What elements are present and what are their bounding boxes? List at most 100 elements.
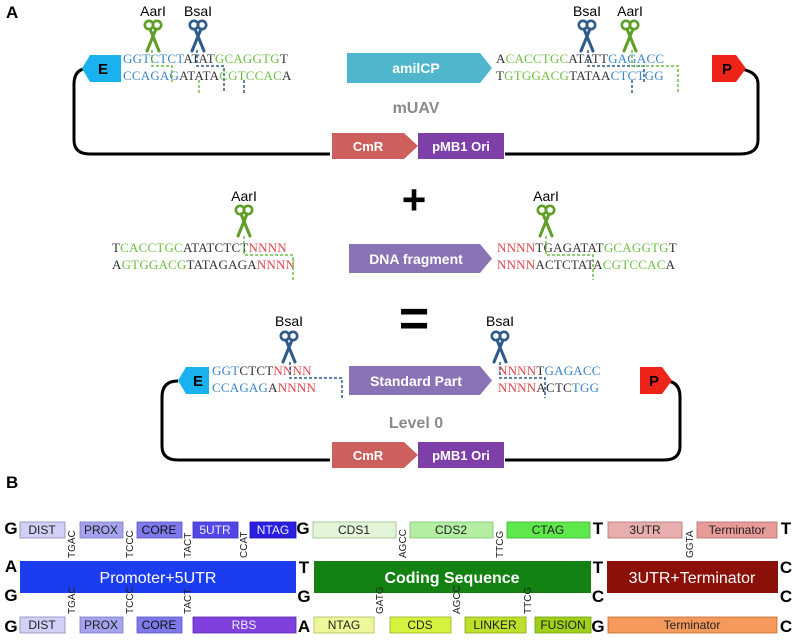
bsai-label: BsaI <box>486 313 514 329</box>
bsai-scissors-icon <box>490 330 510 364</box>
mid-right-seq-bottom: NNNNACTCTATACGTCCACA <box>497 257 676 272</box>
prox-box <box>79 521 124 539</box>
cds-block-label: Coding Sequence <box>384 570 519 587</box>
e-end-label: E <box>98 61 108 78</box>
pmb1-ori-part <box>418 133 504 159</box>
amilcp-part <box>347 53 492 83</box>
overhang-letter: A <box>5 557 17 576</box>
top-construct: AarI BsaI BsaI AarI E GGTCTCTATATGCAGGTG… <box>72 3 760 159</box>
top-right-seq-top: ACACCTGCATATTGAGACC <box>496 51 664 66</box>
rbs-label: RBS <box>232 618 257 632</box>
overhang-letter: C <box>780 558 792 577</box>
aari-scissors-icon <box>536 204 556 238</box>
overhang-code: TTCG <box>495 531 506 558</box>
overhang-letter: A <box>298 617 310 636</box>
cds2-label: CDS2 <box>435 523 467 537</box>
overhang-code: GGTA <box>685 530 696 558</box>
overhang-letter: G <box>296 519 309 538</box>
aari-label: AarI <box>617 3 643 19</box>
bsai-scissors-icon <box>577 19 597 53</box>
equals-sign: = <box>399 290 429 348</box>
terminator-label: Terminator <box>709 523 766 537</box>
cds2-box <box>409 521 494 539</box>
promoter-block-label: Promoter+5UTR <box>100 570 217 587</box>
pmb1-ori-label: pMB1 Ori <box>432 139 490 154</box>
p-end-label: P <box>649 373 659 390</box>
overhang-code: GATG <box>375 586 386 614</box>
prox-label: PROX <box>84 618 118 632</box>
bsai-cut-line <box>499 362 546 398</box>
middle-fragment: AarI AarI TCACCTGCATATCTCTNNNN AGTGGACGT… <box>112 188 677 280</box>
overhang-letter: C <box>780 587 792 606</box>
ntag-label: NTAG <box>257 523 289 537</box>
overhang-code: AGCC <box>398 529 409 558</box>
aari-label: AarI <box>533 188 559 204</box>
aari-cut-line <box>151 50 173 82</box>
terminator-box <box>696 521 778 539</box>
aari-scissors-icon <box>620 19 640 53</box>
dist-label: DIST <box>28 618 56 632</box>
e-end-marker <box>82 55 121 82</box>
overhang-letter: C <box>592 587 604 606</box>
overhang-letter: T <box>593 558 604 577</box>
3utr-label: 3UTR <box>629 523 661 537</box>
overhang-letter: T <box>593 519 604 538</box>
level0-right-seq-bottom: NNNNACTCTGG <box>498 380 599 395</box>
linker-box <box>464 616 527 634</box>
cds1-box <box>312 521 397 539</box>
overhang-code: CCAT <box>239 532 250 558</box>
ntag-label: NTAG <box>328 618 360 632</box>
core-label: CORE <box>142 618 177 632</box>
cmr-label: CmR <box>353 139 384 154</box>
terminator-box <box>607 616 778 634</box>
prox-label: PROX <box>84 523 118 537</box>
p-end-label: P <box>722 61 732 78</box>
top-left-seq-bottom: CCAGAGATATACGTCCACA <box>123 68 292 83</box>
core-box <box>136 521 183 539</box>
cds1-label: CDS1 <box>338 523 370 537</box>
muav-label: mUAV <box>393 100 440 117</box>
top-left-seq-top: GGTCTCTATATGCAGGTGT <box>123 51 288 66</box>
dna-fragment-label: DNA fragment <box>369 251 463 267</box>
dist-box <box>19 521 66 539</box>
overhang-code: TTCG <box>523 587 534 614</box>
overhang-code: TGAC <box>67 586 78 614</box>
level0-left-seq-bottom: CCAGAGANNNN <box>212 380 316 395</box>
overhang-letter: G <box>591 617 604 636</box>
aari-cut-line <box>243 236 294 280</box>
overhang-code: TCCC <box>125 586 136 614</box>
mid-right-seq-top: NNNNTGAGATATGCAGGTGT <box>497 240 677 255</box>
panel-b-label: B <box>6 473 18 492</box>
cmr-label: CmR <box>353 448 384 463</box>
cmr-part <box>332 133 418 159</box>
overhang-code: TGAC <box>67 530 78 558</box>
ctag-box <box>506 521 591 539</box>
aari-cut-line <box>631 50 679 92</box>
standard-part-label: Standard Part <box>370 373 462 389</box>
overhang-code: TACT <box>183 589 194 614</box>
e-end-marker <box>178 367 209 394</box>
aari-label: AarI <box>140 3 166 19</box>
ntag-box <box>249 521 297 539</box>
overhang-code: AGCC <box>452 585 463 614</box>
e-end-label: E <box>193 373 203 390</box>
linker-label: LINKER <box>473 618 517 632</box>
p-end-marker <box>640 367 672 394</box>
overhang-letter: G <box>4 617 17 636</box>
level0-backbone-left <box>160 379 330 462</box>
top-right-seq-bottom: TGTGGACGTATAACTCTGG <box>496 68 664 83</box>
level0-right-seq-top: NNNNTGAGACC <box>498 363 601 378</box>
overhang-code: TACT <box>183 533 194 558</box>
overhang-letter: T <box>299 558 310 577</box>
bsai-cut-line <box>587 50 645 82</box>
level0-construct: BsaI BsaI E GGTCTCTNNNN CCAGAGANNNN Stan… <box>160 313 682 468</box>
plus-sign: + <box>402 176 427 223</box>
aari-scissors-icon <box>234 204 254 238</box>
bsai-label: BsaI <box>275 313 303 329</box>
core-box <box>136 616 183 634</box>
overhang-code: TCCC <box>125 530 136 558</box>
standard-part <box>349 366 492 395</box>
level0-backbone-right <box>505 379 682 462</box>
bsai-scissors-icon <box>188 19 208 53</box>
